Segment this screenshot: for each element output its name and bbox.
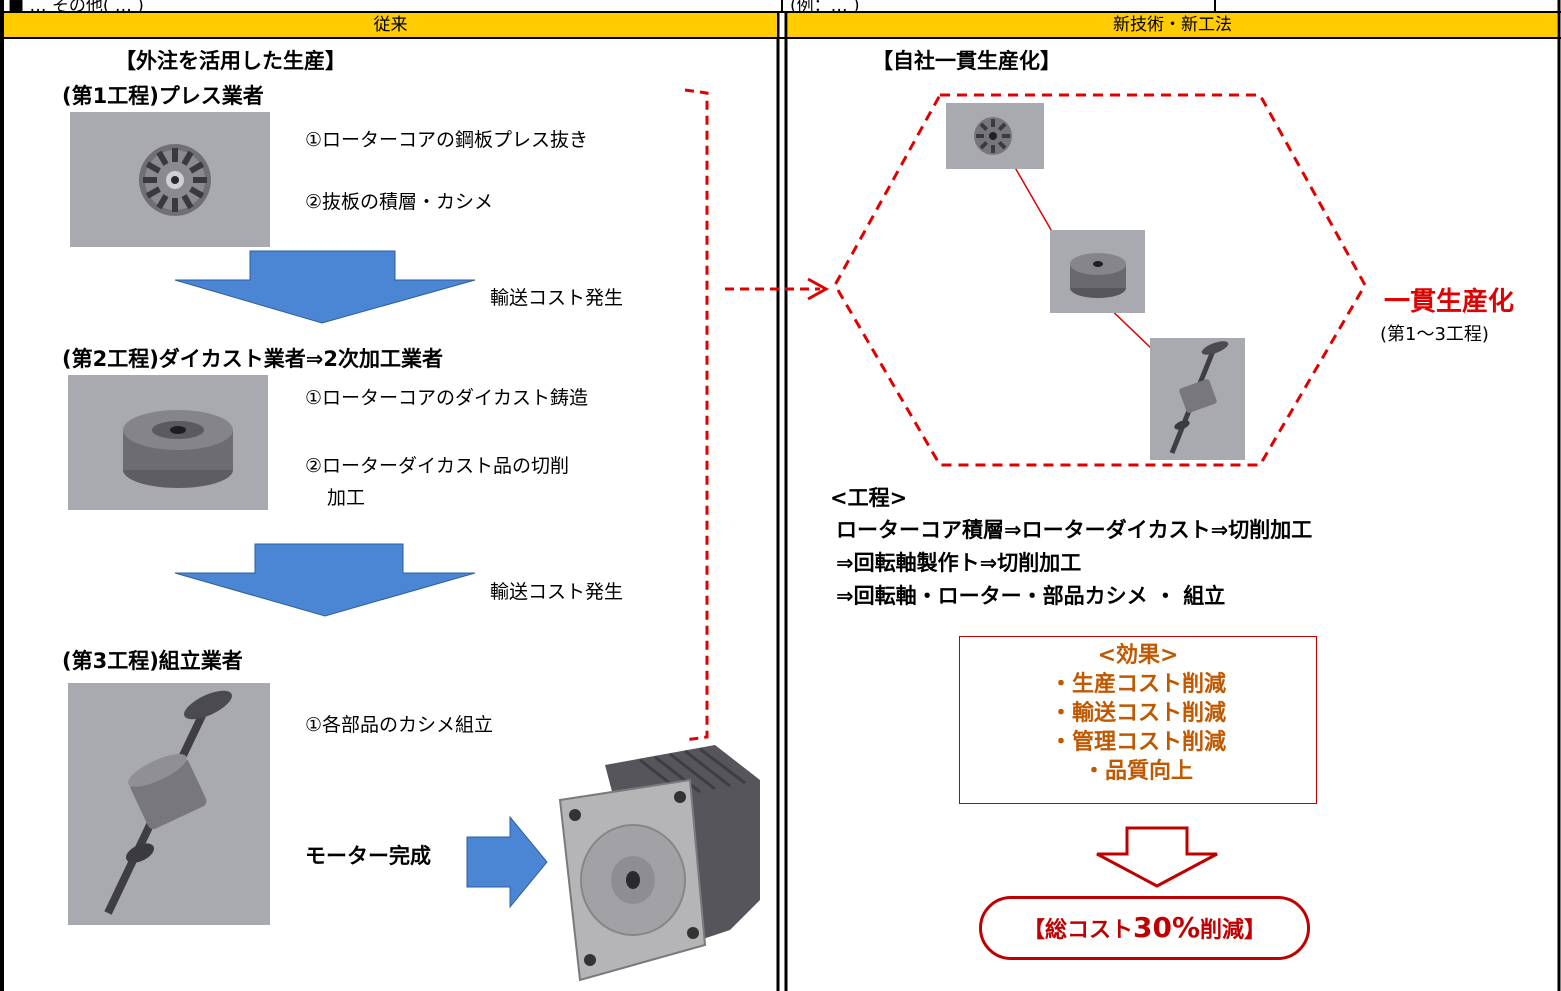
rotor-shaft-photo	[68, 683, 270, 925]
motor-photo	[558, 745, 760, 982]
left-header: 従来	[4, 13, 777, 37]
step3-item1: ①各部品のカシメ組立	[305, 714, 494, 736]
down-hollow-arrow-icon	[1096, 826, 1218, 888]
integrated-sub: (第1～3工程)	[1380, 324, 1489, 345]
hex-shaft-photo	[1150, 338, 1245, 460]
process-line3: ⇒回転軸・ローター・部品カシメ ・ 組立	[836, 584, 1226, 608]
total-prefix: 【総コスト	[1022, 918, 1133, 943]
step2-item1: ①ローターコアのダイカスト鋳造	[305, 387, 589, 409]
rotor-core-photo	[70, 112, 270, 247]
right-header: 新技術・新工法	[788, 13, 1557, 37]
effects-box: <効果> ・生産コスト削減 ・輸送コスト削減 ・管理コスト削減 ・品質向上	[959, 636, 1317, 804]
effect-item: ・生産コスト削減	[1049, 672, 1226, 697]
effect-item: ・管理コスト削減	[1049, 730, 1226, 755]
down-arrow-2-icon	[174, 543, 476, 617]
step2-title: (第2工程)ダイカスト業者⇒2次加工業者	[62, 347, 444, 371]
down-arrow-1-icon	[174, 250, 476, 324]
step2-item2-line1: ②ローターダイカスト品の切削	[305, 455, 570, 477]
top-strip-right-text: (例：… )	[790, 0, 860, 16]
step2-item2-line2: 加工	[327, 487, 366, 509]
right-arrow-icon	[466, 815, 548, 909]
hex-die-cast-photo	[1050, 230, 1145, 313]
integrated-label: 一貫生産化	[1384, 287, 1515, 317]
bracket-arrow-icon	[684, 88, 830, 742]
total-cost-badge: 【総コスト30%削減】	[979, 896, 1310, 960]
die-cast-rotor-photo	[68, 375, 268, 510]
process-label: <工程>	[830, 486, 908, 510]
process-line2: ⇒回転軸製作ト⇒切削加工	[836, 551, 1082, 575]
transport-cost-2: 輸送コスト発生	[490, 581, 624, 603]
step3-title: (第3工程)組立業者	[62, 649, 243, 673]
motor-complete-label: モーター完成	[305, 844, 431, 868]
transport-cost-1: 輸送コスト発生	[490, 287, 624, 309]
left-section-title: 【外注を活用した生産】	[115, 49, 346, 73]
effect-item: ・輸送コスト削減	[1049, 701, 1226, 726]
hex-rotor-core-photo	[946, 103, 1044, 169]
effect-item: ・品質向上	[1082, 759, 1193, 784]
total-number: 30%	[1132, 911, 1201, 944]
top-strip-left-text: ■ … その他( … )	[8, 0, 144, 16]
step1-title: (第1工程)プレス業者	[62, 84, 264, 108]
effects-title: <効果>	[1097, 643, 1179, 668]
total-suffix: 削減】	[1200, 918, 1267, 943]
step1-item1: ①ローターコアの鋼板プレス抜き	[305, 129, 589, 151]
right-section-title: 【自社一貫生産化】	[872, 49, 1061, 73]
step1-item2: ②抜板の積層・カシメ	[305, 191, 494, 213]
process-line1: ローターコア積層⇒ローターダイカスト⇒切削加工	[836, 518, 1313, 542]
